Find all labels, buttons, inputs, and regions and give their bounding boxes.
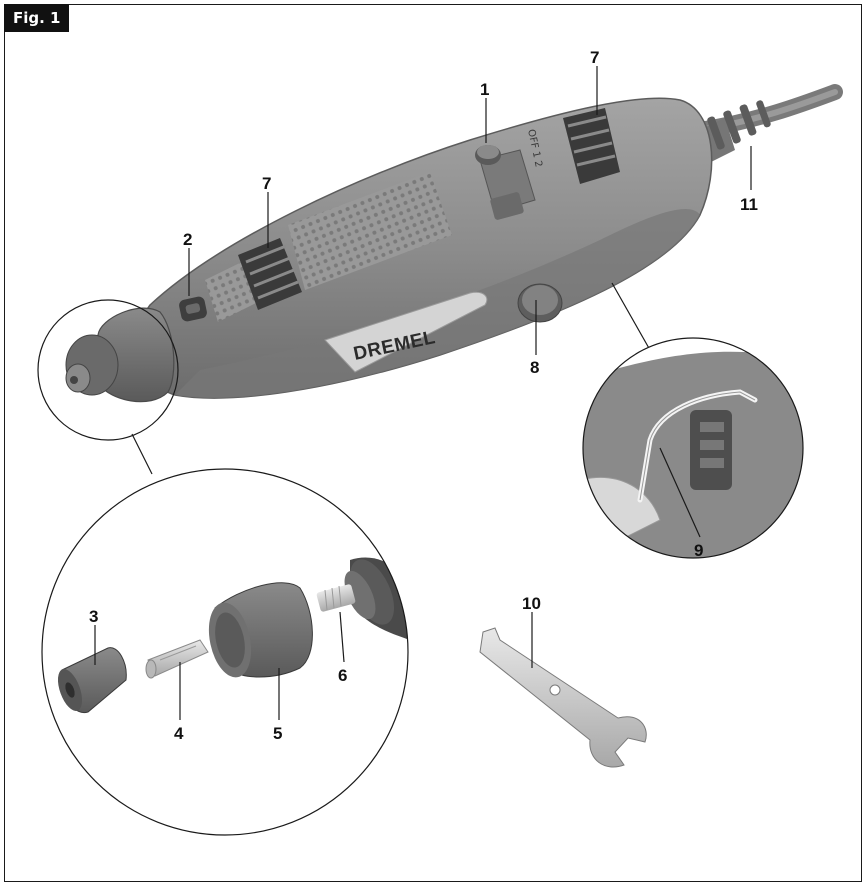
nose-cap — [66, 308, 174, 402]
callout-6: 6 — [338, 666, 347, 685]
brush-cap — [518, 284, 562, 322]
callout-9: 9 — [694, 541, 703, 560]
callout-7-front: 7 — [262, 174, 271, 193]
rotary-tool-body — [140, 98, 712, 398]
cord-detail-connector — [612, 283, 650, 350]
callout-10: 10 — [522, 594, 541, 613]
cord-detail-circle — [580, 335, 810, 565]
callout-3: 3 — [89, 607, 98, 626]
callout-2: 2 — [183, 230, 192, 249]
wrench — [480, 628, 646, 767]
callout-7-rear: 7 — [590, 48, 599, 67]
callout-1: 1 — [480, 80, 489, 99]
nose-detail-connector — [132, 434, 152, 474]
callout-4: 4 — [174, 724, 184, 743]
callout-8: 8 — [530, 358, 539, 377]
callout-11: 11 — [740, 195, 758, 214]
callout-5: 5 — [273, 724, 282, 743]
